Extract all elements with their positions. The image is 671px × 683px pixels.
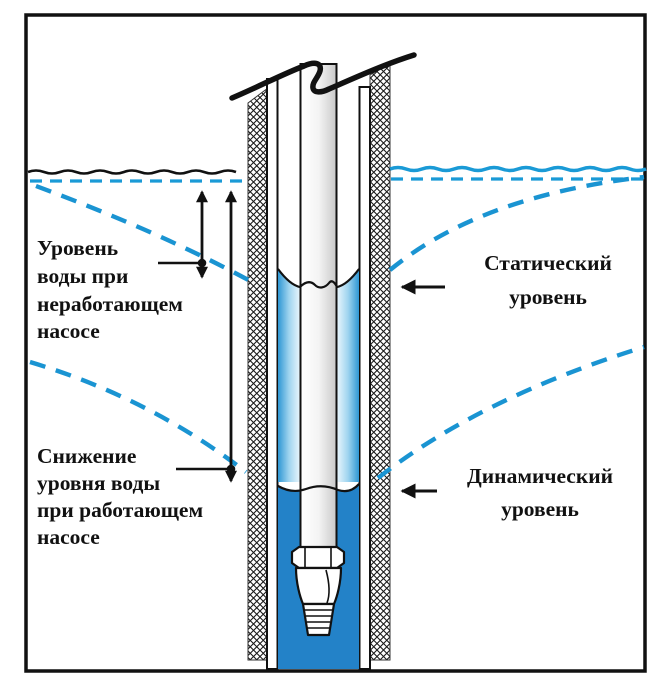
static-level-line-1: Статический bbox=[484, 251, 612, 275]
idle-note-line-2: воды при bbox=[37, 264, 128, 288]
static-connector-dot bbox=[197, 258, 207, 268]
static-level-line-2: уровень bbox=[509, 285, 587, 309]
water-table bbox=[27, 165, 647, 183]
pump-coupling-facets bbox=[304, 548, 332, 567]
pump-cone bbox=[301, 602, 336, 637]
drawdown-curves bbox=[29, 174, 645, 480]
pump-shoulder bbox=[294, 566, 343, 606]
static-level-curve-left bbox=[35, 183, 254, 284]
text-labels: Уровень воды при неработающем насосе Сни… bbox=[37, 236, 613, 549]
borehole-walls bbox=[247, 62, 391, 661]
idle-level-note: Уровень воды при неработающем насосе bbox=[37, 236, 183, 343]
borehole-wall-left bbox=[247, 87, 269, 661]
dynamic-level-line-1: Динамический bbox=[467, 464, 613, 488]
drawdown-note-line-1: Снижение bbox=[37, 444, 136, 468]
casing-right bbox=[358, 86, 371, 670]
drop-pipe-body bbox=[299, 63, 338, 549]
pump-coupling bbox=[290, 545, 346, 570]
static-level-curve-right bbox=[388, 174, 645, 272]
idle-note-line-1: Уровень bbox=[37, 236, 118, 260]
pump bbox=[290, 545, 346, 637]
dynamic-level-line-2: уровень bbox=[501, 497, 579, 521]
drawdown-note-line-2: уровня воды bbox=[37, 471, 160, 495]
annulus-water-left bbox=[278, 269, 300, 482]
idle-note-line-4: насосе bbox=[37, 319, 100, 343]
borehole-wall-right bbox=[369, 62, 391, 661]
idle-note-line-3: неработающем bbox=[37, 292, 183, 316]
annulus-water-right bbox=[337, 269, 359, 482]
static-level-label: Статический уровень bbox=[484, 251, 612, 309]
measurement-arrows bbox=[158, 190, 445, 499]
pump-cone-ribs bbox=[305, 609, 332, 629]
water-table-wavy-right bbox=[389, 165, 647, 173]
casing-left bbox=[266, 78, 279, 670]
ground-water-line-left bbox=[27, 169, 237, 175]
dynamic-level-curve-right bbox=[376, 344, 645, 480]
dynamic-level-label: Динамический уровень bbox=[467, 464, 613, 521]
drawdown-connector-dot bbox=[226, 464, 236, 474]
drawdown-note-line-3: при работающем bbox=[37, 498, 203, 522]
pump-shoulder-seam bbox=[325, 569, 330, 604]
drawdown-note: Снижение уровня воды при работающем насо… bbox=[37, 444, 203, 549]
dynamic-water-surface-mark bbox=[277, 483, 360, 493]
ground-surface-line bbox=[229, 52, 417, 101]
static-water-surface-mark bbox=[277, 268, 360, 289]
drawdown-note-line-4: насосе bbox=[37, 525, 100, 549]
drop-pipe bbox=[299, 63, 338, 549]
dynamic-level-curve-left bbox=[29, 359, 248, 474]
water-level-marks bbox=[277, 268, 360, 493]
